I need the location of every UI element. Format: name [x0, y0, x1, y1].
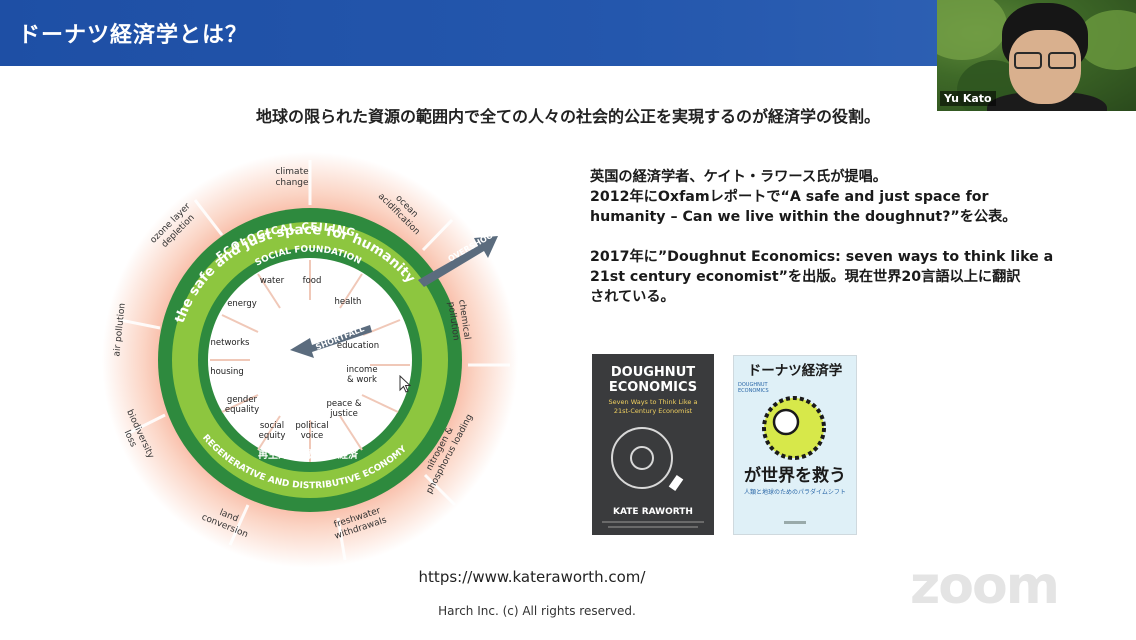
participant-name: Yu Kato: [940, 91, 996, 106]
paragraph-1-line-3: humanity – Can we live within the doughn…: [590, 209, 1017, 225]
ecological-dividers: [119, 160, 510, 561]
social-income: income& work: [346, 365, 377, 385]
book2-subtitle: 人類と地球のためのパラダイムシフト: [744, 488, 846, 496]
book1-title-line2: ECONOMICS: [609, 380, 697, 395]
slide-subtitle: 地球の限られた資源の範囲内で全ての人々の社会的公正を実現するのが経済学の役割。: [255, 107, 880, 126]
social-peace: peace &justice: [326, 399, 361, 419]
zoom-logo: zoom: [910, 556, 1060, 616]
book-cover-doughnut-economics: DOUGHNUT ECONOMICS Seven Ways to Think L…: [592, 354, 714, 535]
paragraph-2: 2017年に”Doughnut Economics: seven ways to…: [590, 247, 1070, 307]
background-foliage: [937, 0, 1007, 60]
glasses-icon: [1014, 52, 1076, 69]
paragraph-2-line-3: されている。: [590, 289, 675, 305]
book2-cover-art: ドーナツ経済学 DOUGHNUT ECONOMICS が世界を救う 人類と地球の…: [738, 362, 846, 524]
book2-en-line2: ECONOMICS: [738, 388, 769, 394]
participant-video[interactable]: Yu Kato: [937, 0, 1136, 111]
website-url: https://www.kateraworth.com/: [418, 568, 646, 586]
book2-doughnut-edge: [762, 396, 826, 460]
book1-title-line1: DOUGHNUT: [611, 365, 695, 380]
paragraph-1: 英国の経済学者、ケイト・ラワース氏が提唱。 2012年にOxfamレポートで“A…: [590, 167, 1070, 227]
book2-en-line1: DOUGHNUT: [738, 382, 768, 388]
book-cover-art: DOUGHNUT ECONOMICS Seven Ways to Think L…: [602, 365, 704, 528]
copyright-text: Harch Inc. (c) All rights reserved.: [438, 604, 636, 618]
slide-title: ドーナツ経済学とは？: [18, 23, 249, 48]
book1-subtitle-line2: 21st-Century Economist: [614, 407, 693, 415]
social-housing: housing: [210, 367, 244, 377]
doughnut-outer-circle: [611, 427, 673, 489]
social-water: water: [260, 276, 285, 286]
description-text: 英国の経済学者、ケイト・ラワース氏が提唱。 2012年にOxfamレポートで“A…: [590, 167, 1070, 307]
paragraph-2-line-1: 2017年に”Doughnut Economics: seven ways to…: [590, 249, 1054, 265]
social-energy: energy: [227, 299, 257, 309]
book2-title: ドーナツ経済学: [748, 362, 843, 379]
social-food: food: [303, 276, 322, 286]
book1-author: KATE RAWORTH: [613, 507, 693, 517]
book1-blurb-line: [602, 521, 704, 523]
book1-subtitle-line1: Seven Ways to Think Like a: [609, 398, 698, 406]
social-health: health: [335, 297, 362, 307]
eraser-mark: [668, 474, 684, 492]
book2-title2: が世界を救う: [744, 465, 846, 486]
social-networks: networks: [211, 338, 251, 348]
book-cover-japanese-edition: ドーナツ経済学 DOUGHNUT ECONOMICS が世界を救う 人類と地球の…: [733, 355, 857, 535]
paragraph-1-line-1: 英国の経済学者、ケイト・ラワース氏が提唱。: [590, 169, 887, 185]
mouse-cursor-icon: [399, 375, 411, 393]
paragraph-2-line-2: 21st century economist”を出版。現在世界20言語以上に翻訳: [590, 269, 1021, 285]
book2-publisher-mark: [784, 521, 806, 524]
book2-doughnut-hole: [772, 408, 800, 436]
doughnut-economics-diagram: OVERSHOOT SHORTFALL ECOLOGICAL CEILING t…: [102, 152, 518, 568]
shortfall-zone: [208, 258, 412, 462]
social-dividers: [210, 260, 410, 462]
social-education: education: [337, 341, 379, 351]
regenerative-jp-label: 再生的・分配的な経済: [258, 448, 359, 461]
book1-blurb-line: [608, 526, 698, 528]
paragraph-1-line-2: 2012年にOxfamレポートで“A safe and just space f…: [590, 189, 989, 205]
doughnut-inner-circle: [630, 446, 654, 470]
